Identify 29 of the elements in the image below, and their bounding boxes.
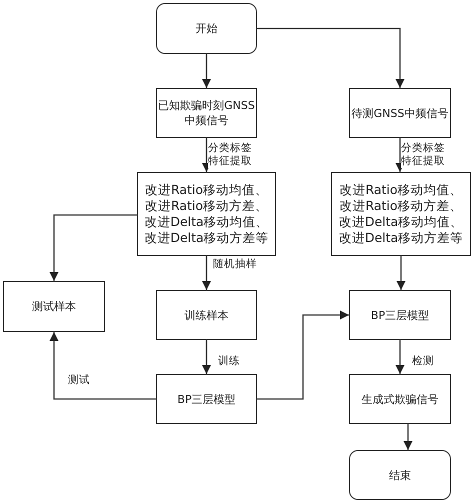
process-box: 改进Ratio移动均值、改进Ratio移动方差、改进Delta移动均值、改进Delta移动方差等 xyxy=(331,172,471,256)
arrow xyxy=(257,28,405,88)
edge-label: 分类标签特征提取 xyxy=(208,142,252,168)
start-node: 开始 xyxy=(156,3,257,54)
edge-label: 分类标签特征提取 xyxy=(401,142,445,168)
arrow xyxy=(396,256,406,290)
end-node: 结束 xyxy=(349,450,451,500)
process-box: 改进Ratio移动均值、改进Ratio移动方差、改进Delta移动均值、改进Delta移动方差等 xyxy=(137,172,276,256)
process-box: 训练样本 xyxy=(156,290,257,340)
edge-label: 随机抽样 xyxy=(213,258,257,271)
arrow xyxy=(202,256,212,290)
arrow xyxy=(49,332,156,400)
edge-label: 检测 xyxy=(412,355,434,368)
arrow xyxy=(49,214,137,281)
process-box: BP三层模型 xyxy=(156,374,257,424)
arrow xyxy=(202,340,212,374)
arrow xyxy=(257,310,349,400)
process-box: 测试样本 xyxy=(3,281,105,332)
arrow xyxy=(395,138,405,172)
arrow xyxy=(202,54,212,88)
arrow xyxy=(202,138,212,172)
process-box: 待测GNSS中频信号 xyxy=(349,88,451,138)
process-box: 生成式欺骗信号 xyxy=(349,374,451,424)
arrow xyxy=(395,340,405,374)
edge-label: 测试 xyxy=(68,374,90,387)
process-box: BP三层模型 xyxy=(349,290,451,340)
edge-label: 训练 xyxy=(218,355,240,368)
arrow xyxy=(403,424,413,450)
process-box: 已知欺骗时刻GNSS中频信号 xyxy=(156,88,257,138)
